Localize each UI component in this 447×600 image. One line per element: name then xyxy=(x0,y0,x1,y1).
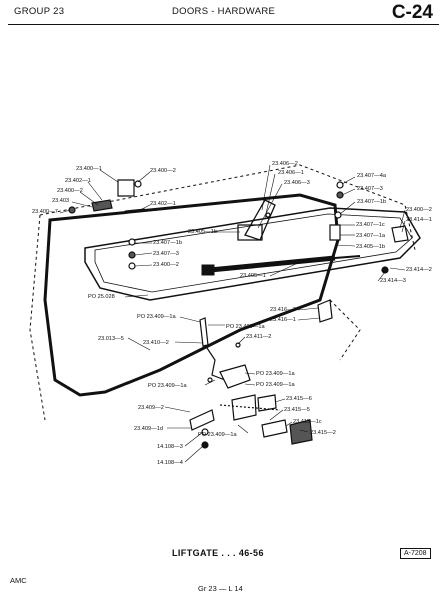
label-po-23-409-1a-b: PO 23.409—1a xyxy=(226,324,265,330)
label-23-400-2b: 23.400—2 xyxy=(57,188,83,194)
liftgate-glass-frame xyxy=(84,207,421,301)
label-23-415-5: 23.415—5 xyxy=(284,407,310,413)
label-23-407-4a: 23.407—4a xyxy=(357,173,387,179)
label-23-409-2: 23.409—2 xyxy=(138,405,164,411)
label-23-013-5: 23.013—5 xyxy=(98,336,124,342)
label-23-407-3-left: 23.407—3 xyxy=(153,251,179,257)
label-23-400-2: 23.400—2 xyxy=(150,168,176,174)
label-23-406-1: 23.406—1 xyxy=(278,170,304,176)
label-23-400-2-right: 23.400—2 xyxy=(406,207,432,213)
label-po-23-409-1a-f: PO 23.409—1a xyxy=(198,432,237,438)
label-23-406-3: 23.406—3 xyxy=(284,180,310,186)
label-po-25-028: PO 25.028 xyxy=(88,294,115,300)
label-po-23-409-1a-d: PO 23.409—1a xyxy=(256,382,295,388)
label-23-415-1c: 23.415—1c xyxy=(293,419,322,425)
label-23-409-1d: 23.409—1d xyxy=(134,426,163,432)
label-23-410-2: 23.410—2 xyxy=(143,340,169,346)
label-23-402-1b: 23.402—1 xyxy=(150,201,176,207)
label-23-403: 23.403 xyxy=(52,198,69,204)
label-23-405-1b: 23.405—1b xyxy=(188,229,217,235)
footer-center: Gr 23 — L 14 xyxy=(198,584,243,593)
gas-strut xyxy=(201,255,361,276)
label-23-414-2: 23.414—2 xyxy=(406,267,432,273)
callout-labels: 23.400—1 23.400—2 23.402—1 23.400—2 23.4… xyxy=(32,161,432,466)
latch-mechanism xyxy=(189,317,313,449)
upper-left-hardware xyxy=(68,179,146,214)
label-23-407-1b-left: 23.407—1b xyxy=(153,240,182,246)
page-number: C-24 xyxy=(391,2,433,23)
label-14-108-3: 14.108—3 xyxy=(157,444,183,450)
figure-caption: LIFTGATE . . . 46-56 xyxy=(172,548,264,558)
label-23-407-1b: 23.407—1b xyxy=(357,199,386,205)
right-hardware xyxy=(317,181,409,323)
leader-lines xyxy=(59,164,406,463)
reference-box: A-7208 xyxy=(400,548,431,559)
label-23-411-2: 23.411—2 xyxy=(246,334,271,340)
body-dashed-right xyxy=(329,299,361,361)
label-23-414-1: 23.414—1 xyxy=(406,217,432,223)
label-23-400-2-left: 23.400—2 xyxy=(153,262,179,268)
weatherstrip xyxy=(43,193,340,397)
label-23-414-3: 23.414—3 xyxy=(380,278,406,284)
weatherstrip-seal xyxy=(43,193,340,397)
label-23-400-7: 23.400—7 xyxy=(32,209,58,215)
header-rule xyxy=(8,24,439,25)
label-23-406-2: 23.406—2 xyxy=(272,161,298,167)
label-po-23-409-1a-e: PO 23.409—1a xyxy=(148,383,187,389)
label-23-407-1a: 23.407—1a xyxy=(356,233,386,239)
label-23-407-1c: 23.407—1c xyxy=(356,222,385,228)
group-label: GROUP 23 xyxy=(14,6,65,17)
liftgate-glass-inner xyxy=(94,213,413,293)
footer-left: AMC xyxy=(10,576,27,585)
label-po-23-409-1a-a: PO 23.409—1a xyxy=(137,314,176,320)
label-23-407-3: 23.407—3 xyxy=(357,186,383,192)
section-title: DOORS - HARDWARE xyxy=(172,6,276,17)
label-23-415-2: 23.415—2 xyxy=(310,430,336,436)
label-23-402-1: 23.402—1 xyxy=(65,178,91,184)
label-23-405-1: 23.405—1 xyxy=(240,273,266,279)
label-23-416-1: 23.416—1 xyxy=(270,317,296,323)
body-dashed-outline xyxy=(29,164,416,421)
label-23-416-3: 23.416—3 xyxy=(270,307,296,313)
label-14-108-4: 14.108—4 xyxy=(157,460,183,466)
liftgate-frame xyxy=(84,207,421,301)
label-po-23-409-1a-c: PO 23.409—1a xyxy=(256,371,295,377)
label-23-405-1b-right: 23.405—1b xyxy=(356,244,385,250)
label-23-415-6: 23.415—6 xyxy=(286,396,312,402)
label-23-400-1: 23.400—1 xyxy=(76,166,102,172)
body-outline xyxy=(29,164,416,421)
hinge-assembly xyxy=(237,199,276,241)
glass-stops xyxy=(128,238,136,270)
